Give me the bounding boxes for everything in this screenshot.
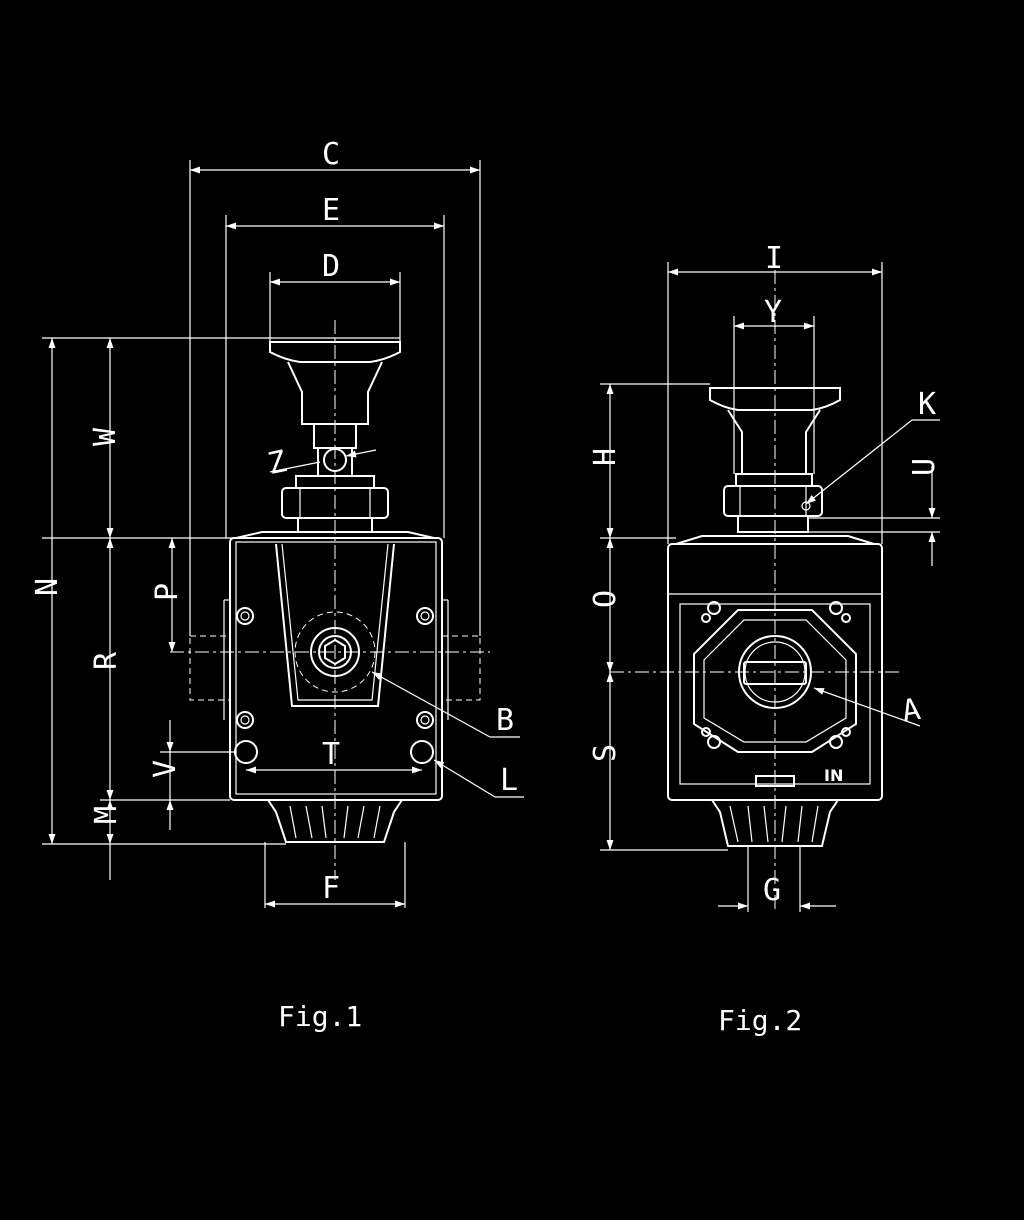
label-U: U (907, 458, 942, 476)
label-S: S (588, 744, 623, 762)
label-W: W (88, 427, 123, 446)
label-N: N (30, 578, 65, 596)
label-P: P (150, 583, 185, 601)
label-D: D (322, 249, 340, 284)
label-A: A (899, 692, 923, 730)
label-R: R (89, 651, 124, 670)
label-C: C (322, 137, 340, 172)
label-K: K (918, 387, 936, 422)
label-E: E (322, 193, 340, 228)
label-I: I (765, 241, 783, 276)
label-T: T (322, 737, 340, 772)
fig1-caption: Fig.1 (278, 1000, 362, 1033)
label-B: B (496, 703, 514, 738)
fig2-in-badge: IN (824, 766, 843, 785)
label-F: F (322, 871, 340, 906)
fig2-dimensions (606, 268, 940, 910)
fig2-knob (709, 387, 841, 533)
fig1-dimensions (48, 166, 524, 908)
fig2-extension-lines (600, 262, 940, 912)
label-Z: Z (265, 444, 290, 482)
label-L: L (500, 763, 518, 798)
fig1-extension-lines (42, 160, 481, 908)
label-M: M (89, 806, 124, 824)
label-O: O (588, 590, 623, 608)
figure-1: C E D Z W N P R V M T F B L Fig.1 (30, 137, 524, 1033)
label-V: V (148, 760, 183, 778)
label-H: H (588, 448, 623, 466)
figure-2: IN (588, 241, 942, 1037)
fig2-caption: Fig.2 (718, 1004, 802, 1037)
label-G: G (763, 873, 781, 908)
label-Y: Y (764, 295, 782, 330)
